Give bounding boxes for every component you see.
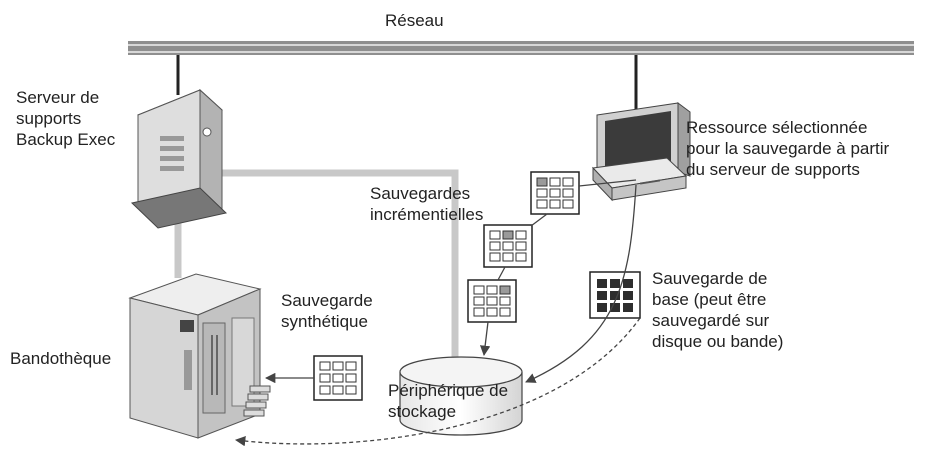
incremental-backup-grid-1 xyxy=(530,171,580,215)
full-backup-label: Sauvegarde de base (peut être sauvegardé… xyxy=(652,269,784,351)
tape-library-icon xyxy=(128,273,262,439)
network-bus-icon xyxy=(128,41,914,120)
tape-cartridges-icon xyxy=(243,385,271,417)
incremental-backup-grid-3 xyxy=(467,279,517,323)
full-backup-grid xyxy=(589,271,641,319)
network-label: Réseau xyxy=(385,11,444,30)
arrow-full-backup-to-library xyxy=(234,317,641,447)
incremental-backups-label: Sauvegardes incrémentielles xyxy=(370,184,484,224)
synthetic-backup-label: Sauvegarde synthétique xyxy=(281,291,373,331)
arrow-incremental-to-storage xyxy=(479,321,491,357)
workstation-computer-icon xyxy=(591,102,691,202)
arrow-incremental-1-to-2 xyxy=(530,213,548,227)
disk-storage-icon xyxy=(399,356,523,436)
synthetic-backup-grid xyxy=(313,355,363,401)
server-tower-icon xyxy=(130,88,228,229)
tape-library-label: Bandothèque xyxy=(10,349,112,368)
storage-device-label: Périphérique de stockage xyxy=(388,381,509,421)
flow-arrows xyxy=(234,179,641,447)
arrow-incremental-2-to-3 xyxy=(497,266,506,281)
arrow-workstation-to-storage xyxy=(525,184,637,383)
media-server-label: Serveur de supports Backup Exec xyxy=(16,88,116,149)
arrow-workstation-to-incremental xyxy=(578,179,637,187)
incremental-backup-grid-2 xyxy=(483,224,533,268)
connection-lines xyxy=(174,169,459,358)
selected-resource-label: Ressource sélectionnée pour la sauvegard… xyxy=(686,118,890,179)
